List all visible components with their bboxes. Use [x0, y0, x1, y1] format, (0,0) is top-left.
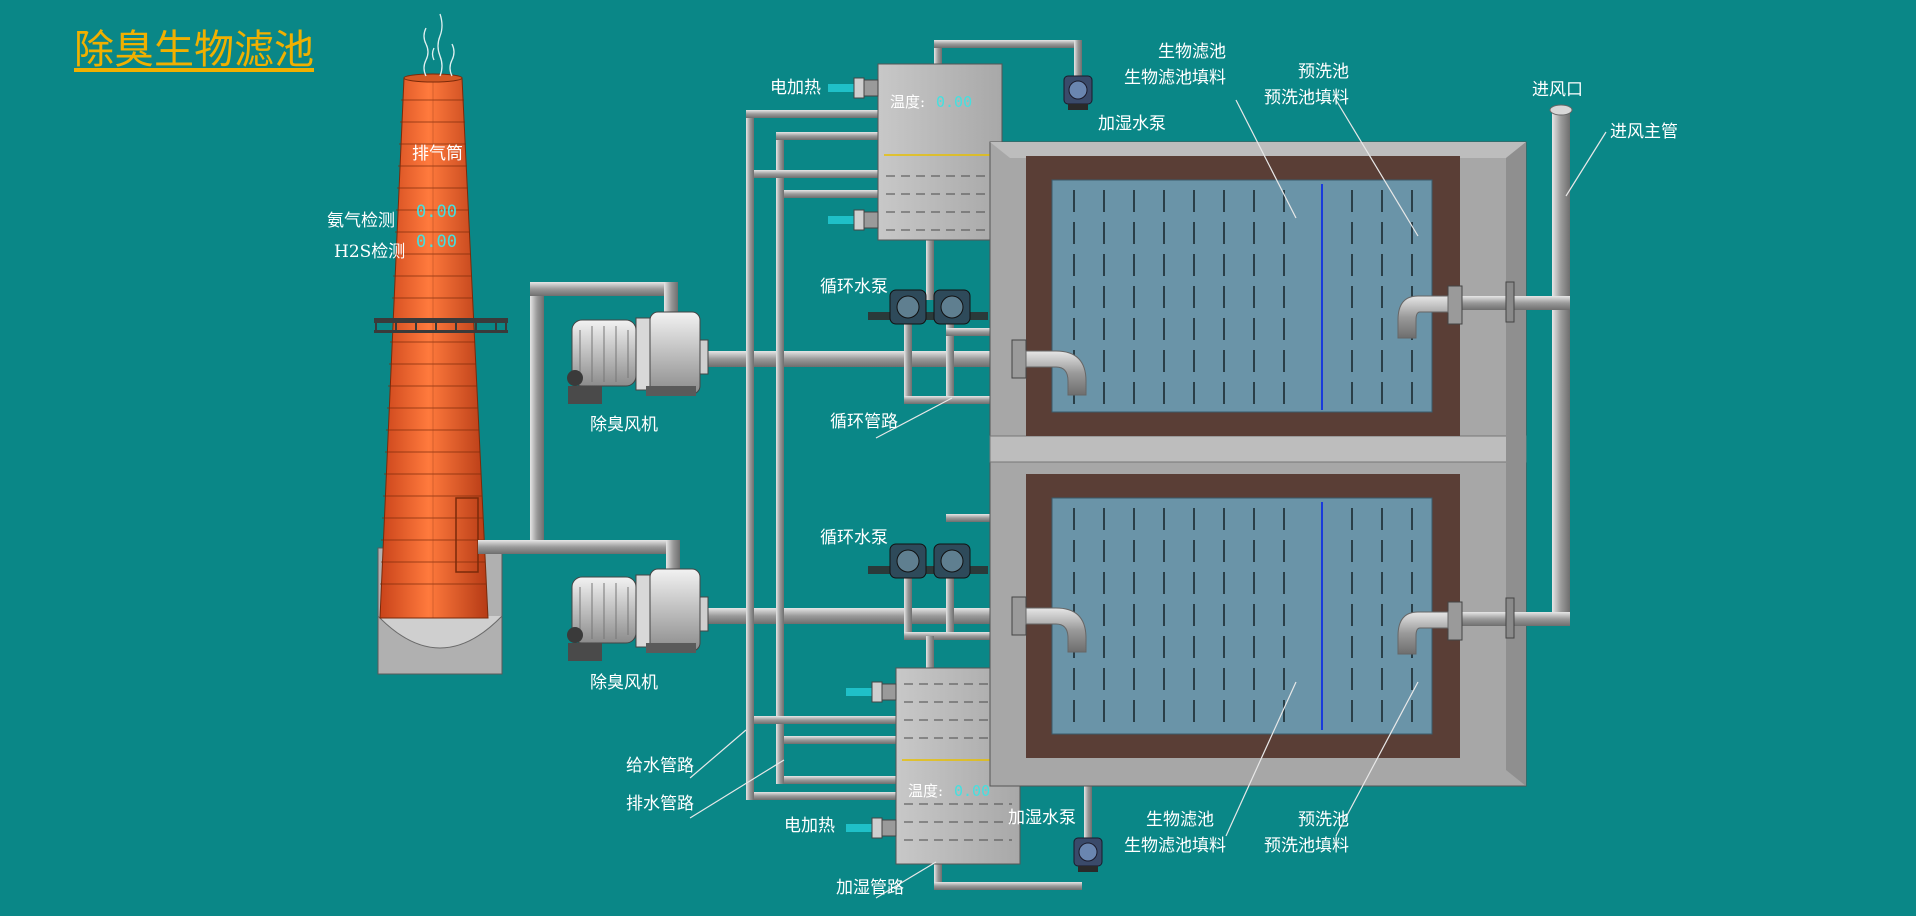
- prewash-filler-label-bottom: 预洗池填料: [1264, 836, 1349, 856]
- bio-filter-label-top: 生物滤池: [1158, 42, 1226, 62]
- smoke-icon: [423, 13, 455, 77]
- prewash-filler-label-top: 预洗池填料: [1264, 88, 1349, 108]
- circulation-pump-label-bottom: 循环水泵: [820, 528, 888, 548]
- ammonia-detect-value: 0.00: [416, 202, 457, 222]
- fan-duct: [478, 282, 680, 570]
- tank-top: [1026, 156, 1460, 436]
- circulation-pump-icon[interactable]: [868, 543, 988, 579]
- outlet-elbow-bottom: [1397, 601, 1463, 655]
- humidifier-pump-label-bottom: 加湿水泵: [1008, 808, 1076, 828]
- humidifier-pump-icon[interactable]: [1073, 837, 1103, 872]
- humidifier-pump-icon[interactable]: [1063, 75, 1093, 110]
- outlet-elbow-top: [1397, 285, 1463, 339]
- chimney-label: 排气筒: [412, 144, 463, 164]
- h2s-detect-value: 0.00: [416, 232, 457, 252]
- deodorizing-fan-top[interactable]: [567, 311, 709, 404]
- circulation-pipe-label: 循环管路: [830, 412, 898, 432]
- main-inlet-pipe-label: 进风主管: [1610, 122, 1678, 142]
- temp-label-bottom: 温度:: [908, 782, 944, 800]
- heater-icon[interactable]: [828, 209, 879, 231]
- chimney: [377, 73, 503, 675]
- heater-label-bottom: 电加热: [784, 816, 835, 836]
- heater-icon[interactable]: [828, 77, 879, 99]
- page-title: 除臭生物滤池: [74, 27, 314, 73]
- main-inlet-pipe: [1460, 104, 1573, 639]
- supply-pipe-label: 给水管路: [626, 756, 694, 776]
- inlet-elbow-top: [1011, 339, 1087, 396]
- circulation-pump-label-top: 循环水泵: [820, 277, 888, 297]
- h2s-detect-label: H2S检测: [334, 242, 406, 262]
- fan-label-bottom: 除臭风机: [590, 673, 658, 693]
- bio-filter-label-bottom: 生物滤池: [1146, 810, 1214, 830]
- humidifier-pump-label-top: 加湿水泵: [1098, 114, 1166, 134]
- deodorizing-fan-bottom[interactable]: [567, 568, 709, 661]
- circulation-pump-icon[interactable]: [868, 289, 988, 325]
- air-inlet-label: 进风口: [1532, 80, 1583, 100]
- bio-filler-label-top: 生物滤池填料: [1124, 68, 1226, 88]
- leader-lines: [689, 99, 1607, 899]
- drain-pipe-label: 排水管路: [626, 794, 694, 814]
- temp-value-bottom: 0.00: [954, 782, 991, 800]
- ammonia-detect-label: 氨气检测: [327, 211, 395, 231]
- heater-icon[interactable]: [846, 681, 897, 703]
- heater-label-top: 电加热: [770, 78, 821, 98]
- water-pipes: [746, 40, 1092, 890]
- tank-bottom: [1026, 474, 1460, 758]
- heater-icon[interactable]: [846, 817, 897, 839]
- control-box-top: [877, 63, 1003, 241]
- inlet-elbow-bottom: [1011, 596, 1087, 653]
- humidify-pipe-label: 加湿管路: [836, 878, 904, 898]
- chimney-platform: [374, 318, 508, 333]
- temp-value-top: 0.00: [936, 93, 973, 111]
- prewash-label-top: 预洗池: [1298, 62, 1349, 82]
- fan-label-top: 除臭风机: [590, 415, 658, 435]
- bio-filler-label-bottom: 生物滤池填料: [1124, 836, 1226, 856]
- temp-label-top: 温度:: [890, 93, 926, 111]
- prewash-label-bottom: 预洗池: [1298, 810, 1349, 830]
